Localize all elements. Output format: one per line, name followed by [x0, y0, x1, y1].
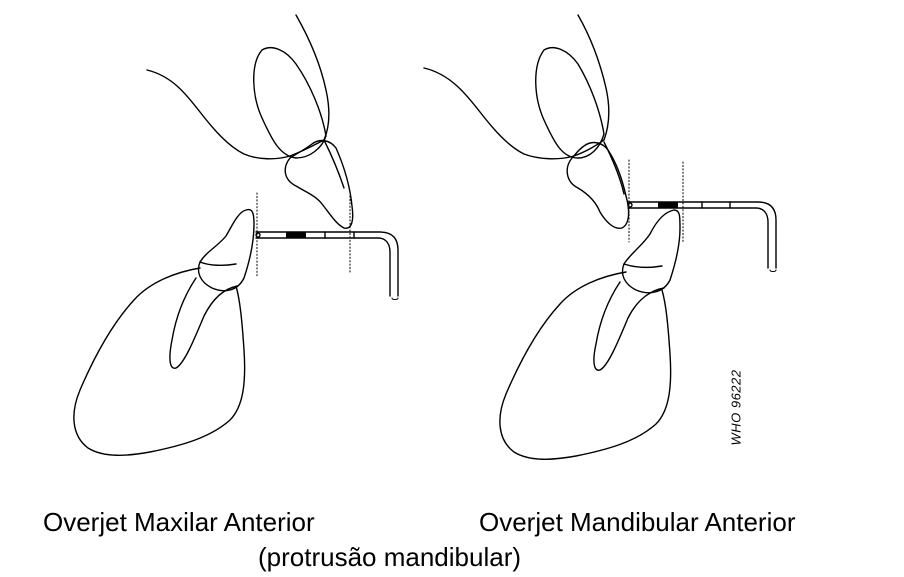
right-lower-crown [623, 210, 681, 293]
left-lower-crown [199, 210, 255, 291]
right-upper-gum [424, 15, 609, 159]
left-lower-crown-line [200, 262, 236, 265]
right-probe [628, 202, 776, 272]
right-lower-root [594, 282, 664, 370]
left-upper-gum [147, 15, 329, 159]
right-panel [424, 15, 776, 459]
left-panel [74, 15, 398, 455]
caption-mandibular-overjet: Overjet Mandibular Anterior [479, 507, 795, 537]
left-probe [256, 232, 398, 300]
left-upper-crown-line [324, 140, 344, 188]
who-reference-stamp: WHO 96222 [729, 358, 744, 458]
right-lower-crown-line [624, 264, 662, 267]
caption-maxillary-overjet: Overjet Maxilar Anterior [43, 507, 315, 537]
caption-mandibular-protrusion: (protrusão mandibular) [258, 542, 521, 572]
left-lower-root [170, 278, 238, 368]
right-mandible [500, 272, 671, 459]
right-upper-root [536, 48, 604, 158]
